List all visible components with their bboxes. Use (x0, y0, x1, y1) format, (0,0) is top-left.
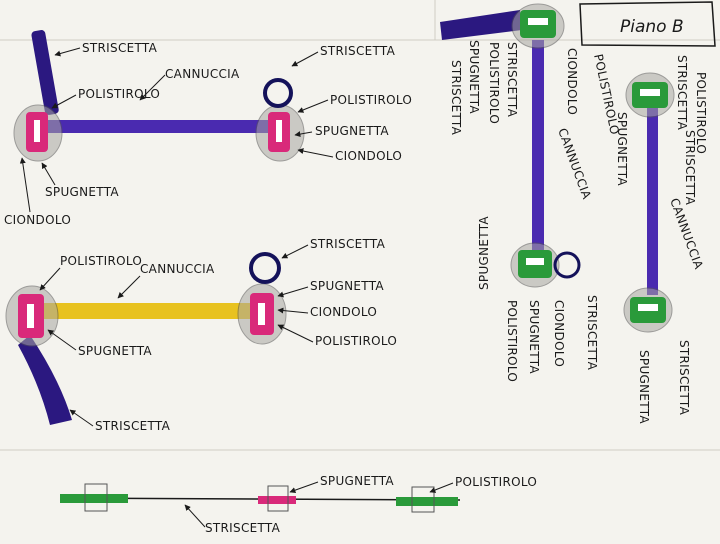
foam-green-strip-right (396, 497, 458, 506)
label-22: CIONDOLO (565, 48, 579, 115)
label-18: SPUGNETTA (467, 40, 481, 114)
label-13: SPUGNETTA (310, 279, 384, 293)
label-36: STRISCETTA (677, 340, 691, 416)
label-9: CIONDOLO (4, 213, 71, 227)
blade-bottom-left (18, 335, 72, 425)
label-11: CANNUCCIA (140, 262, 215, 276)
label-12: STRISCETTA (310, 237, 386, 251)
label-25: CANNUCCIA (555, 126, 594, 201)
pendant-ring (265, 80, 291, 106)
straw-yellow (40, 303, 265, 319)
label-17: STRISCETTA (95, 419, 171, 433)
model-far-right-straw (624, 73, 674, 332)
blade-top-right (440, 10, 522, 40)
side-view-strip (60, 484, 460, 512)
label-32: SPUGNETTA (615, 112, 629, 186)
label-16: SPUGNETTA (78, 344, 152, 358)
label-38: POLISTIROLO (455, 475, 537, 489)
label-8: SPUGNETTA (45, 185, 119, 199)
label-3: CANNUCCIA (165, 67, 240, 81)
label-37: SPUGNETTA (320, 474, 394, 488)
straw-vertical (532, 40, 544, 260)
label-20: STRISCETTA (505, 42, 519, 118)
foam-green-strip-left (60, 494, 128, 503)
label-29: STRISCETTA (585, 295, 599, 371)
model-yellow-straw (6, 254, 286, 425)
label-21: STRISCETTA (449, 60, 463, 136)
label-28: CIONDOLO (552, 300, 566, 367)
pendant-ring-2 (251, 254, 279, 282)
label-7: CIONDOLO (335, 149, 402, 163)
label-4: STRISCETTA (320, 44, 396, 58)
label-1: STRISCETTA (82, 41, 158, 55)
title-text: Piano B (620, 17, 684, 37)
foam-pink-strip (258, 496, 296, 504)
label-39: STRISCETTA (205, 521, 281, 535)
label-23: SPUGNETTA (477, 216, 491, 290)
label-15: POLISTIROLO (315, 334, 397, 348)
label-35: SPUGNETTA (637, 350, 651, 424)
label-24: POLISTIROLO (505, 300, 519, 382)
straw-purple (48, 120, 280, 133)
label-5: POLISTIROLO (330, 93, 412, 107)
straw-far-right (647, 105, 658, 295)
label-10: POLISTIROLO (60, 254, 142, 268)
label-34: CANNUCCIA (667, 196, 706, 271)
label-2: POLISTIROLO (78, 87, 160, 101)
label-19: POLISTIROLO (487, 42, 501, 124)
label-14: CIONDOLO (310, 305, 377, 319)
label-6: SPUGNETTA (315, 124, 389, 138)
label-27: SPUGNETTA (527, 300, 541, 374)
blade-top-left (31, 29, 60, 115)
label-33: STRISCETTA (683, 130, 697, 206)
label-30: STRISCETTA (675, 55, 689, 131)
title-box: Piano B (580, 2, 715, 46)
